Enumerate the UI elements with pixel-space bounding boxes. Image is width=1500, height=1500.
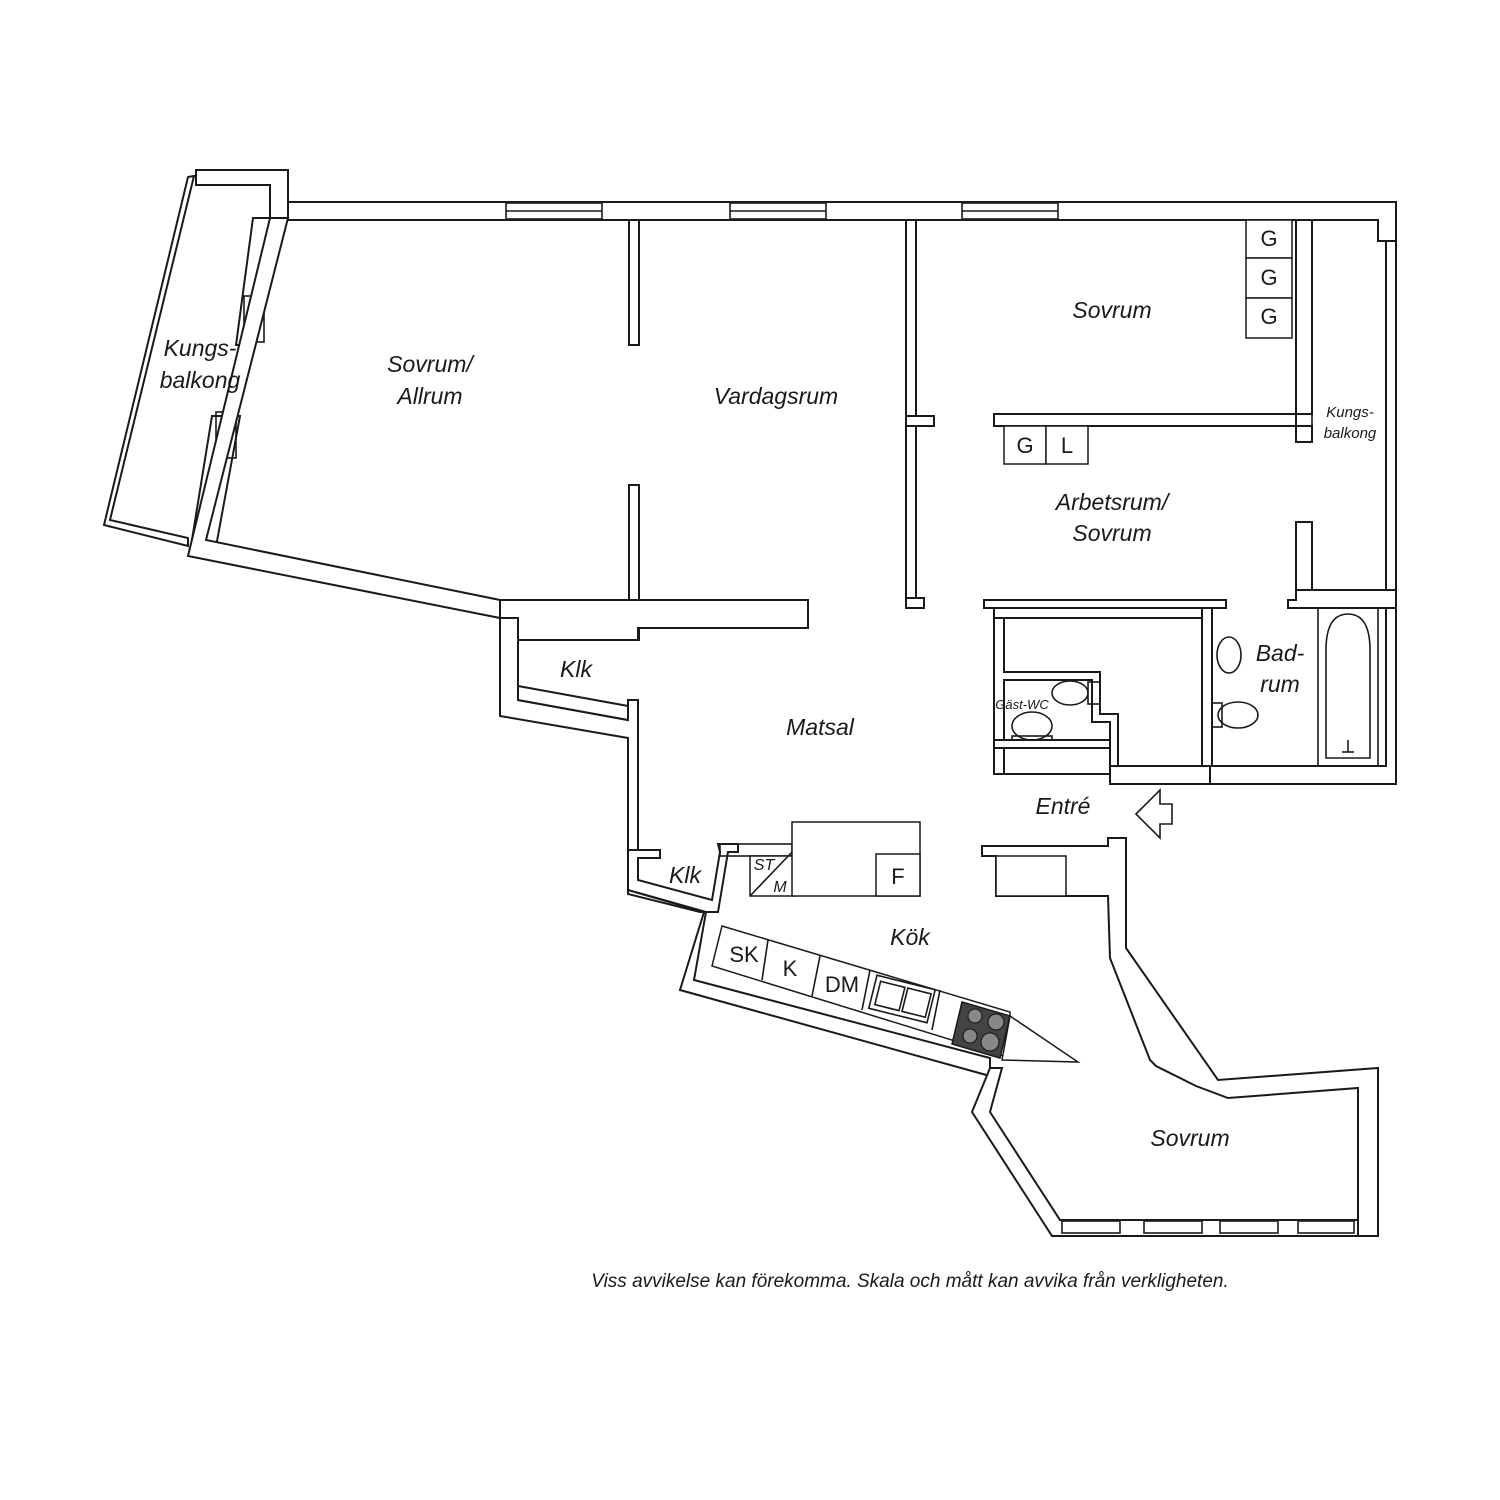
room-label-badrum: Bad- <box>1256 640 1305 666</box>
room-label-sovrum: Sovrum <box>1072 297 1151 323</box>
m-label: M <box>773 879 787 896</box>
room-label-entre: Entré <box>1036 793 1091 819</box>
wardrobes-arbetsrum: G L <box>1003 425 1089 465</box>
bottom-bedroom-walls <box>970 1067 1359 1237</box>
wardrobes-sovrum: G G G <box>1245 219 1293 339</box>
closet-upper-walls <box>499 617 639 861</box>
fridge-label: F <box>891 864 904 889</box>
room-label-klk: Klk <box>560 656 593 682</box>
bathroom-block <box>983 599 1397 785</box>
room-label-kungsbalkong-right: Kungs- <box>1326 404 1374 421</box>
room-label-gast-wc: Gäst-WC <box>995 697 1049 712</box>
room-label-badrum: rum <box>1260 671 1300 697</box>
left-balcony <box>102 169 289 553</box>
room-label-kok: Kök <box>890 924 931 950</box>
entry-walls <box>981 788 1379 1237</box>
room-label-klk: Klk <box>669 862 702 888</box>
dishwasher-label: DM <box>825 972 859 997</box>
outer-walls <box>186 201 1397 785</box>
wardrobe-label: G <box>1260 226 1277 251</box>
kitchen-walls: ST M F SK K DM <box>627 821 1081 1078</box>
room-label-arbetsrum: Arbetsrum/ <box>1054 489 1171 515</box>
room-label-kungsbalkong-left: Kungs- <box>164 335 237 361</box>
room-label-kungsbalkong-right: balkong <box>1324 425 1377 442</box>
room-label-arbetsrum: Sovrum <box>1072 520 1151 546</box>
linen-closet-label: L <box>1061 433 1073 458</box>
room-label-sovrum-allrum: Allrum <box>395 383 462 409</box>
room-label-sovrum-allrum: Sovrum/ <box>387 351 475 377</box>
room-labels: Kungs- balkong Sovrum/ Allrum Vardagsrum… <box>160 297 1377 1151</box>
wardrobe-label: G <box>1260 304 1277 329</box>
freezer-label: SK <box>729 942 759 967</box>
room-label-sovrum: Sovrum <box>1150 1125 1229 1151</box>
disclaimer-text: Viss avvikelse kan förekomma. Skala och … <box>591 1271 1229 1292</box>
room-label-matsal: Matsal <box>786 714 855 740</box>
wardrobe-label: G <box>1260 265 1277 290</box>
fridge-k-label: K <box>783 956 798 981</box>
st-label: ST <box>754 857 776 874</box>
room-label-kungsbalkong-left: balkong <box>160 367 241 393</box>
room-label-vardagsrum: Vardagsrum <box>714 383 838 409</box>
wardrobe-label: G <box>1016 433 1033 458</box>
